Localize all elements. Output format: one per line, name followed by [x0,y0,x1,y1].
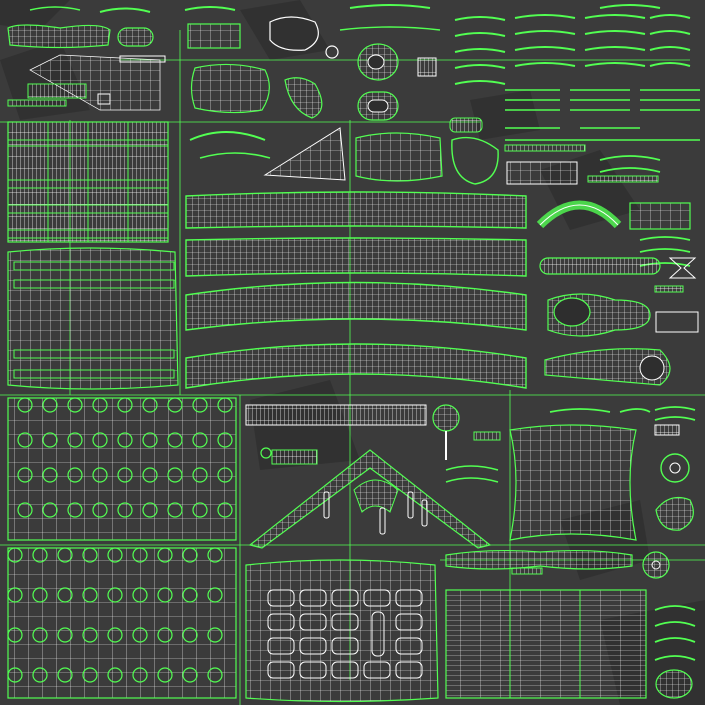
uv-top-left-pieces [7,6,241,111]
uv-right-lower-pieces [445,424,694,699]
uv-perforated-plates [7,397,237,699]
uv-long-bands [185,191,527,389]
uv-right-mid-pieces [536,200,699,386]
uv-center-mid-pieces [189,127,659,185]
uv-right-mid-arcs [549,155,696,661]
uv-lower-center-mesh [245,559,439,703]
uv-arc-strips [454,4,691,85]
uv-short-strips [505,89,700,141]
uv-left-top-block [7,121,169,243]
uv-top-center-pieces [190,4,483,133]
uv-left-cylinder-block [7,247,179,390]
uv-center-lower-pieces [245,404,501,549]
